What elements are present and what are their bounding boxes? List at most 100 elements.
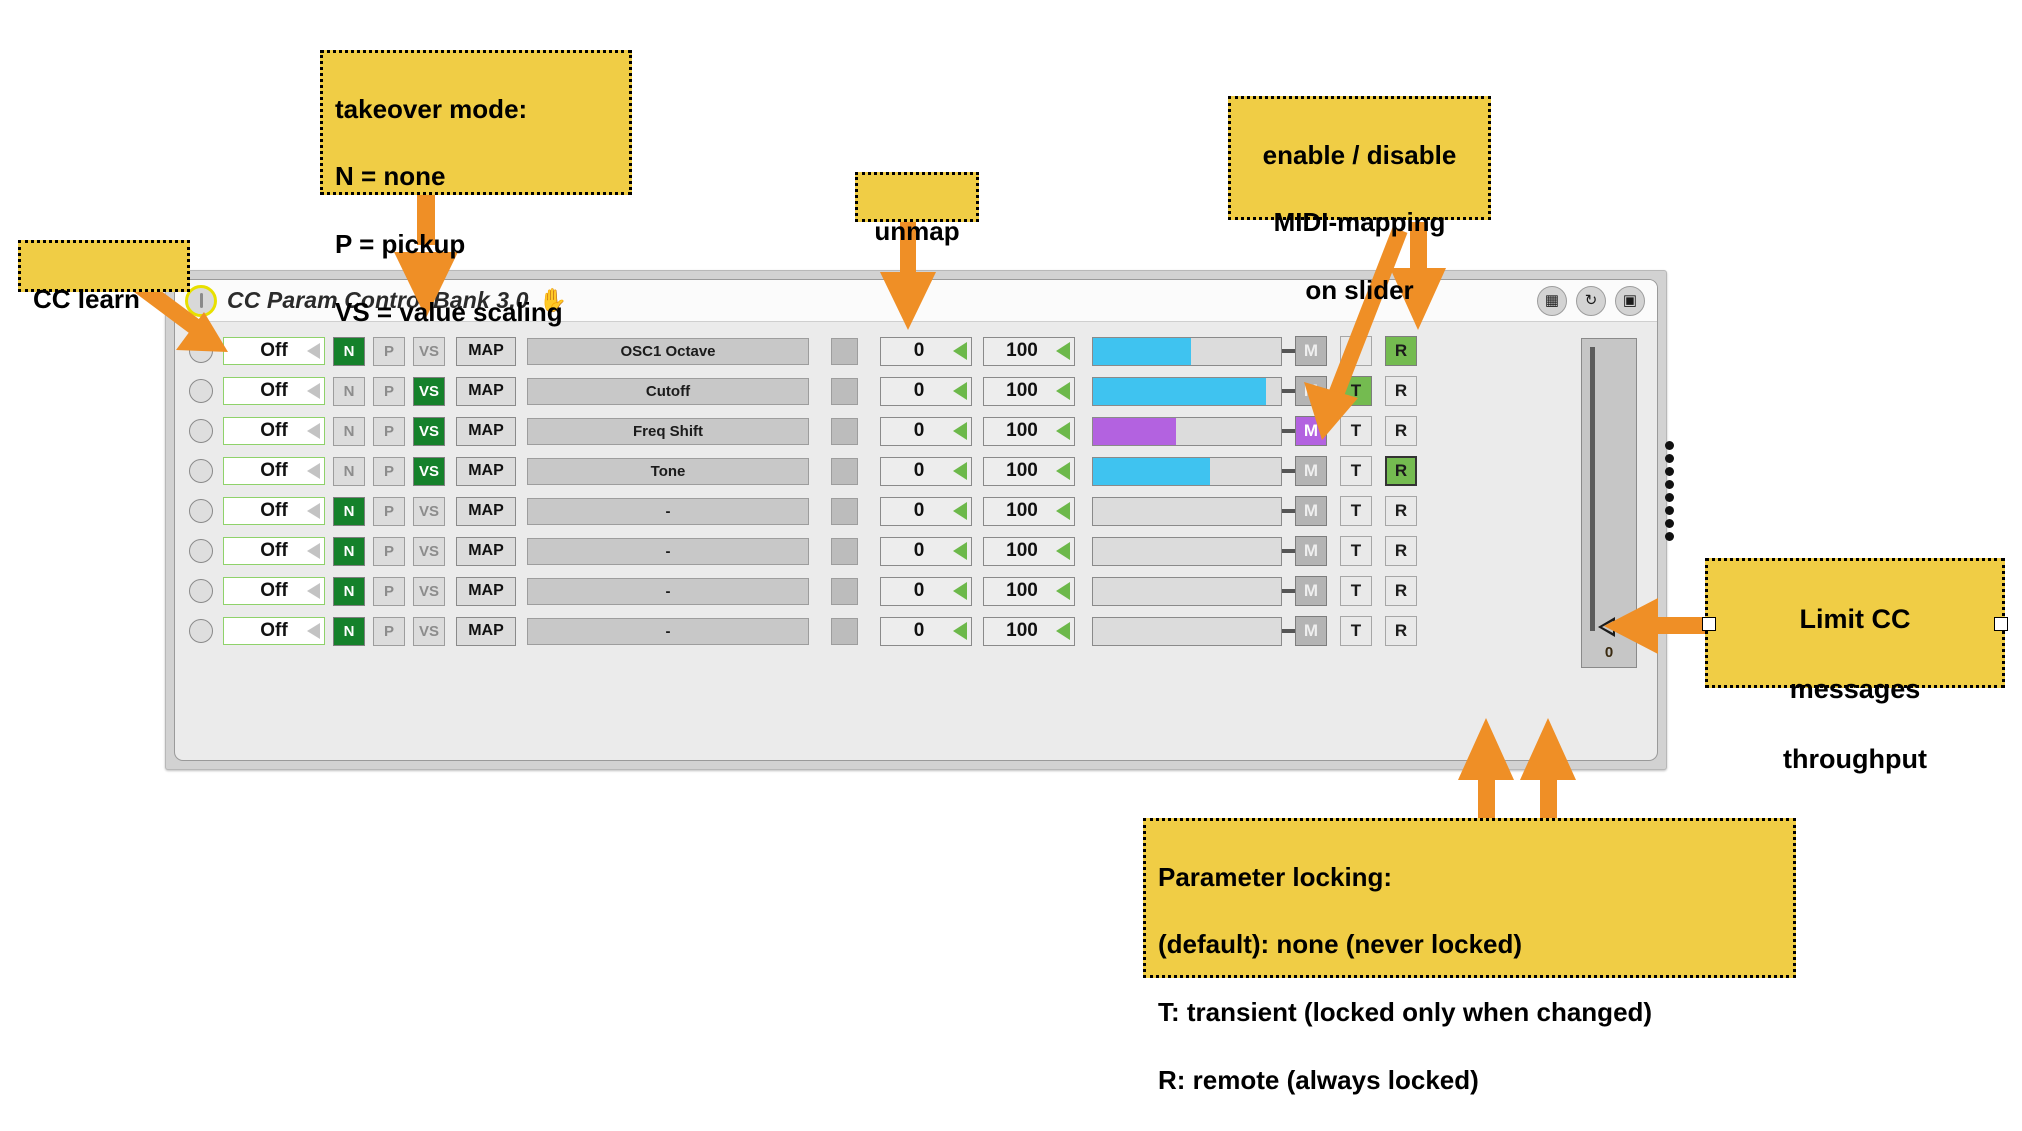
lock-remote-button[interactable]: R xyxy=(1385,536,1417,566)
midi-map-toggle[interactable]: M xyxy=(1295,616,1327,646)
parameter-slider[interactable] xyxy=(1092,376,1282,406)
lock-remote-button[interactable]: R xyxy=(1385,456,1417,486)
range-max-field[interactable]: 100 xyxy=(983,336,1075,366)
lock-transient-button[interactable]: T xyxy=(1340,616,1372,646)
lock-remote-button[interactable]: R xyxy=(1385,496,1417,526)
takeover-mode-value-scaling[interactable]: VS xyxy=(413,616,445,646)
unmap-button[interactable] xyxy=(831,537,858,565)
unmap-button[interactable] xyxy=(831,457,858,485)
midi-map-toggle[interactable]: M xyxy=(1295,456,1327,486)
cc-number-select[interactable]: Off xyxy=(223,337,325,365)
takeover-mode-pickup[interactable]: P xyxy=(373,456,405,486)
parameter-name[interactable]: Tone xyxy=(527,457,809,485)
cc-number-select[interactable]: Off xyxy=(223,617,325,645)
midi-map-toggle[interactable]: M xyxy=(1295,496,1327,526)
unmap-button[interactable] xyxy=(831,417,858,445)
midi-map-toggle[interactable]: M xyxy=(1295,536,1327,566)
map-button[interactable]: MAP xyxy=(456,336,516,366)
refresh-icon[interactable]: ↻ xyxy=(1576,285,1606,316)
takeover-mode-none[interactable]: N xyxy=(333,336,365,366)
range-min-field[interactable]: 0 xyxy=(880,576,972,606)
map-button[interactable]: MAP xyxy=(456,456,516,486)
parameter-slider[interactable] xyxy=(1092,536,1282,566)
unmap-button[interactable] xyxy=(831,617,858,645)
range-max-field[interactable]: 100 xyxy=(983,536,1075,566)
lock-remote-button[interactable]: R xyxy=(1385,576,1417,606)
parameter-slider[interactable] xyxy=(1092,456,1282,486)
lock-transient-button[interactable]: T xyxy=(1340,416,1372,446)
takeover-mode-value-scaling[interactable]: VS xyxy=(413,416,445,446)
parameter-slider[interactable] xyxy=(1092,496,1282,526)
lock-transient-button[interactable]: T xyxy=(1340,496,1372,526)
preset-icon[interactable]: ▦ xyxy=(1537,285,1567,316)
takeover-mode-pickup[interactable]: P xyxy=(373,576,405,606)
range-max-field[interactable]: 100 xyxy=(983,416,1075,446)
range-min-field[interactable]: 0 xyxy=(880,376,972,406)
range-min-field[interactable]: 0 xyxy=(880,496,972,526)
unmap-button[interactable] xyxy=(831,377,858,405)
takeover-mode-none[interactable]: N xyxy=(333,416,365,446)
cc-number-select[interactable]: Off xyxy=(223,417,325,445)
resize-handle-right[interactable] xyxy=(1994,617,2008,631)
resize-grip-icon[interactable] xyxy=(1665,441,1674,556)
lock-remote-button[interactable]: R xyxy=(1385,376,1417,406)
range-min-field[interactable]: 0 xyxy=(880,536,972,566)
lock-remote-button[interactable]: R xyxy=(1385,336,1417,366)
cc-learn-button[interactable] xyxy=(189,499,213,523)
parameter-slider[interactable] xyxy=(1092,416,1282,446)
takeover-mode-pickup[interactable]: P xyxy=(373,416,405,446)
takeover-mode-none[interactable]: N xyxy=(333,496,365,526)
takeover-mode-none[interactable]: N xyxy=(333,616,365,646)
map-button[interactable]: MAP xyxy=(456,416,516,446)
takeover-mode-pickup[interactable]: P xyxy=(373,336,405,366)
midi-map-toggle[interactable]: M xyxy=(1295,336,1327,366)
cc-learn-button[interactable] xyxy=(189,579,213,603)
cc-learn-button[interactable] xyxy=(189,539,213,563)
lock-transient-button[interactable]: T xyxy=(1340,456,1372,486)
parameter-name[interactable]: OSC1 Octave xyxy=(527,337,809,365)
takeover-mode-none[interactable]: N xyxy=(333,576,365,606)
cc-number-select[interactable]: Off xyxy=(223,537,325,565)
parameter-slider[interactable] xyxy=(1092,336,1282,366)
save-icon[interactable]: ▣ xyxy=(1615,285,1645,316)
range-max-field[interactable]: 100 xyxy=(983,456,1075,486)
range-min-field[interactable]: 0 xyxy=(880,336,972,366)
cc-number-select[interactable]: Off xyxy=(223,497,325,525)
takeover-mode-pickup[interactable]: P xyxy=(373,536,405,566)
parameter-name[interactable]: - xyxy=(527,577,809,605)
resize-handle-left[interactable] xyxy=(1702,617,1716,631)
parameter-name[interactable]: - xyxy=(527,617,809,645)
takeover-mode-pickup[interactable]: P xyxy=(373,496,405,526)
parameter-name[interactable]: - xyxy=(527,537,809,565)
takeover-mode-pickup[interactable]: P xyxy=(373,376,405,406)
parameter-slider[interactable] xyxy=(1092,616,1282,646)
parameter-name[interactable]: Cutoff xyxy=(527,377,809,405)
map-button[interactable]: MAP xyxy=(456,376,516,406)
cc-learn-button[interactable] xyxy=(189,419,213,443)
unmap-button[interactable] xyxy=(831,497,858,525)
range-min-field[interactable]: 0 xyxy=(880,416,972,446)
lock-remote-button[interactable]: R xyxy=(1385,416,1417,446)
range-min-field[interactable]: 0 xyxy=(880,456,972,486)
map-button[interactable]: MAP xyxy=(456,496,516,526)
range-max-field[interactable]: 100 xyxy=(983,376,1075,406)
lock-transient-button[interactable]: T xyxy=(1340,576,1372,606)
map-button[interactable]: MAP xyxy=(456,616,516,646)
parameter-slider[interactable] xyxy=(1092,576,1282,606)
lock-transient-button[interactable]: T xyxy=(1340,536,1372,566)
cc-learn-button[interactable] xyxy=(189,459,213,483)
power-led-icon[interactable] xyxy=(185,284,217,317)
range-max-field[interactable]: 100 xyxy=(983,496,1075,526)
cc-number-select[interactable]: Off xyxy=(223,457,325,485)
range-min-field[interactable]: 0 xyxy=(880,616,972,646)
takeover-mode-value-scaling[interactable]: VS xyxy=(413,536,445,566)
cc-learn-button[interactable] xyxy=(189,379,213,403)
range-max-field[interactable]: 100 xyxy=(983,576,1075,606)
takeover-mode-value-scaling[interactable]: VS xyxy=(413,456,445,486)
parameter-name[interactable]: Freq Shift xyxy=(527,417,809,445)
unmap-button[interactable] xyxy=(831,577,858,605)
cc-learn-button[interactable] xyxy=(189,619,213,643)
takeover-mode-value-scaling[interactable]: VS xyxy=(413,496,445,526)
parameter-name[interactable]: - xyxy=(527,497,809,525)
takeover-mode-none[interactable]: N xyxy=(333,376,365,406)
